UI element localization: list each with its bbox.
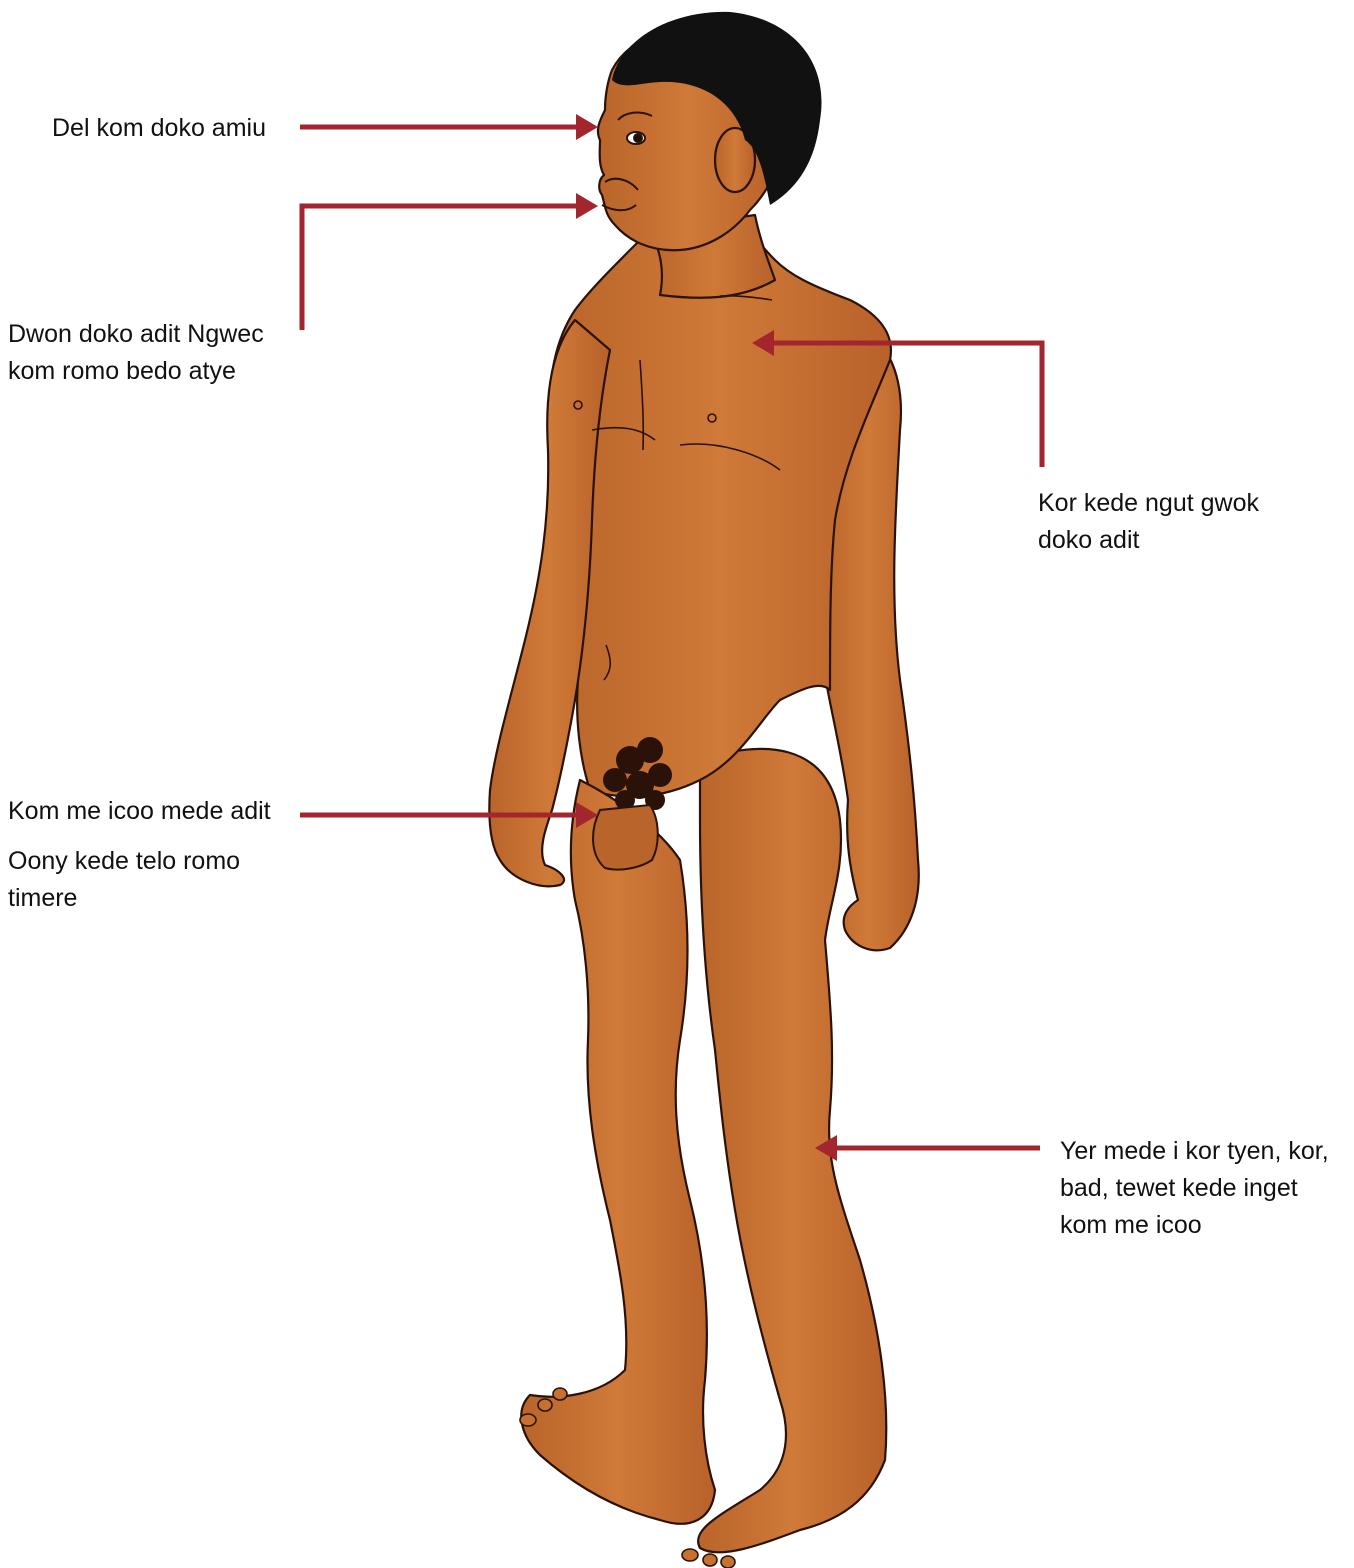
label-joints-line-3: kom me icoo [1060,1207,1329,1244]
label-chest: Kor kede ngut gwok doko adit [1038,485,1259,559]
mouth-arrow-line [302,206,578,330]
eyes-arrowhead [576,114,598,140]
label-eyes: Del kom doko amiu [52,110,266,147]
label-chest-line-1: Kor kede ngut gwok [1038,485,1259,522]
front-leg [521,780,715,1524]
label-joints-line-2: bad, tewet kede inget [1060,1170,1329,1207]
genitals [593,805,658,870]
man-figure [489,27,918,1552]
label-discharge-line-1: Oony kede telo romo [8,843,240,880]
label-joints: Yer mede i kor tyen, kor, bad, tewet ked… [1060,1133,1329,1244]
label-eyes-text: Del kom doko amiu [52,110,266,147]
label-mouth: Dwon doko adit Ngwec kom romo bedo atye [8,316,264,390]
label-genital: Kom me icoo mede adit [8,793,271,830]
label-discharge: Oony kede telo romo timere [8,843,240,917]
label-mouth-line-2: kom romo bedo atye [8,353,264,390]
label-discharge-line-2: timere [8,880,240,917]
label-mouth-line-1: Dwon doko adit Ngwec [8,316,264,353]
label-genital-text: Kom me icoo mede adit [8,793,271,830]
label-joints-line-1: Yer mede i kor tyen, kor, [1060,1133,1329,1170]
label-chest-line-2: doko adit [1038,522,1259,559]
mouth-arrowhead [576,193,598,219]
